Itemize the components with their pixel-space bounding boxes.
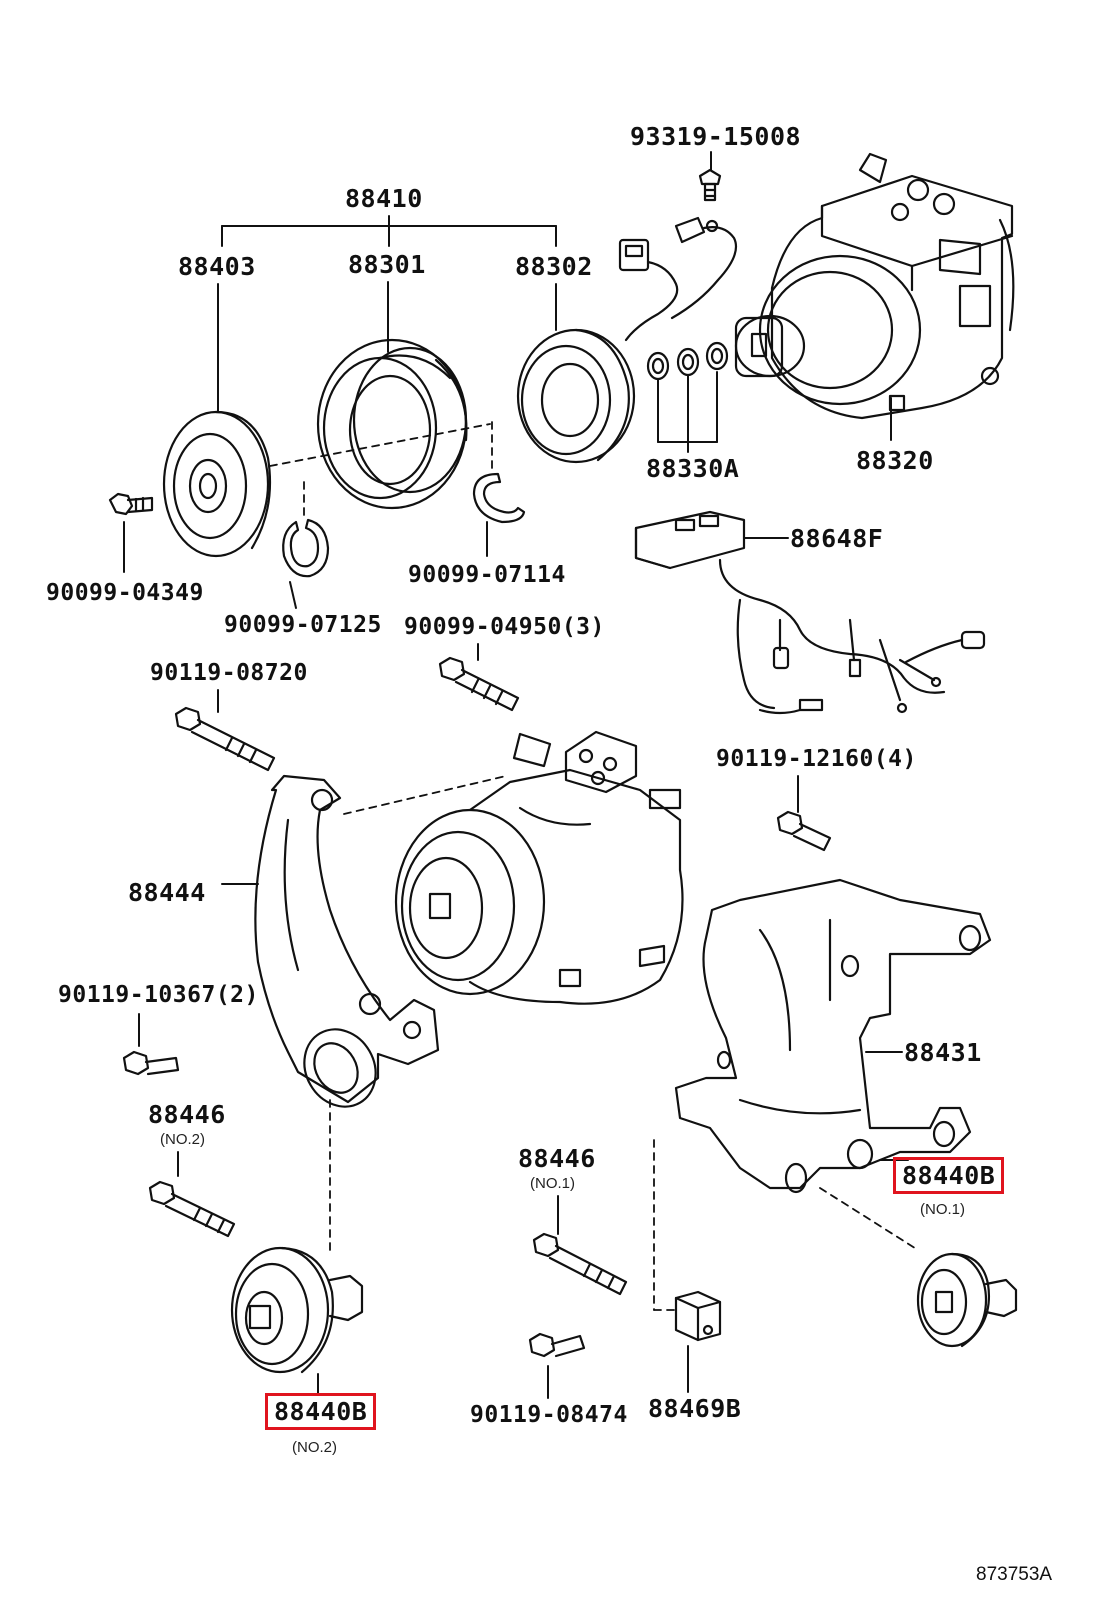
- bolt-90119-10367-icon: [122, 1050, 180, 1076]
- label-90119-08720[interactable]: 90119-08720: [150, 660, 308, 686]
- shim-rings-icon: [646, 341, 729, 381]
- label-88403[interactable]: 88403: [178, 252, 256, 281]
- rotor-pulley-88301-icon: [316, 338, 468, 510]
- stator-coil-88302-icon: [516, 328, 636, 464]
- label-90099-07125[interactable]: 90099-07125: [224, 612, 382, 638]
- diagram-reference-code: 873753A: [976, 1564, 1053, 1585]
- label-88302[interactable]: 88302: [515, 252, 593, 281]
- bolt-90099-04950-icon: [438, 656, 520, 712]
- bolt-93319-15008-icon: [698, 168, 722, 202]
- snap-ring-90099-07114-icon: [472, 472, 526, 524]
- label-88446-no1-sub: (NO.1): [530, 1175, 575, 1192]
- bracket-88431-icon: [674, 878, 992, 1194]
- snap-ring-90099-07125-icon: [282, 518, 330, 578]
- compressor-88320-icon: [734, 152, 1015, 420]
- label-90099-07114[interactable]: 90099-07114: [408, 562, 566, 588]
- bolt-90119-08474-icon: [528, 1332, 586, 1358]
- label-88446-no2[interactable]: 88446: [148, 1100, 226, 1129]
- label-88446-no1[interactable]: 88446: [518, 1144, 596, 1173]
- label-88648f[interactable]: 88648F: [790, 524, 884, 553]
- wire-harness-88648f-icon: [634, 510, 986, 715]
- idler-pulley-no2-icon: [230, 1246, 364, 1374]
- label-88440b-no2-sub: (NO.2): [292, 1439, 337, 1456]
- label-90119-10367[interactable]: 90119-10367(2): [58, 982, 259, 1008]
- label-88440b-no1-sub: (NO.1): [920, 1201, 965, 1218]
- bolt-90099-04349-icon: [108, 492, 154, 516]
- bolt-90119-08720-icon: [174, 706, 276, 772]
- pressure-plate-88403-icon: [162, 410, 272, 558]
- label-88330a[interactable]: 88330A: [646, 454, 740, 483]
- label-90099-04349[interactable]: 90099-04349: [46, 580, 204, 606]
- label-90119-08474[interactable]: 90119-08474: [470, 1402, 628, 1428]
- dashed-alignment-lines: [269, 421, 919, 1311]
- label-88446-no2-sub: (NO.2): [160, 1131, 205, 1148]
- label-88469b[interactable]: 88469B: [648, 1394, 742, 1423]
- label-88320[interactable]: 88320: [856, 446, 934, 475]
- label-90099-04950[interactable]: 90099-04950(3): [404, 614, 605, 640]
- leader-lines: [123, 151, 909, 1399]
- compressor-assembly-icon: [394, 730, 684, 1005]
- label-93319-15008[interactable]: 93319-15008: [630, 122, 802, 151]
- label-88444[interactable]: 88444: [128, 878, 206, 907]
- idler-pulley-no1-icon: [916, 1252, 1018, 1348]
- bolt-88446-no2-icon: [148, 1180, 236, 1238]
- label-88410[interactable]: 88410: [345, 184, 423, 213]
- bolt-90119-12160-icon: [776, 810, 832, 852]
- bracket-88444-icon: [254, 774, 440, 1108]
- label-88440b-no2-highlighted[interactable]: 88440B: [265, 1393, 377, 1430]
- clutch-wire-connector-icon: [618, 216, 738, 342]
- label-88301[interactable]: 88301: [348, 250, 426, 279]
- label-88431[interactable]: 88431: [904, 1038, 982, 1067]
- bolt-88446-no1-icon: [532, 1232, 628, 1296]
- label-88440b-no1-highlighted[interactable]: 88440B: [893, 1157, 1005, 1194]
- adjusting-block-88469b-icon: [674, 1290, 722, 1342]
- label-90119-12160[interactable]: 90119-12160(4): [716, 746, 917, 772]
